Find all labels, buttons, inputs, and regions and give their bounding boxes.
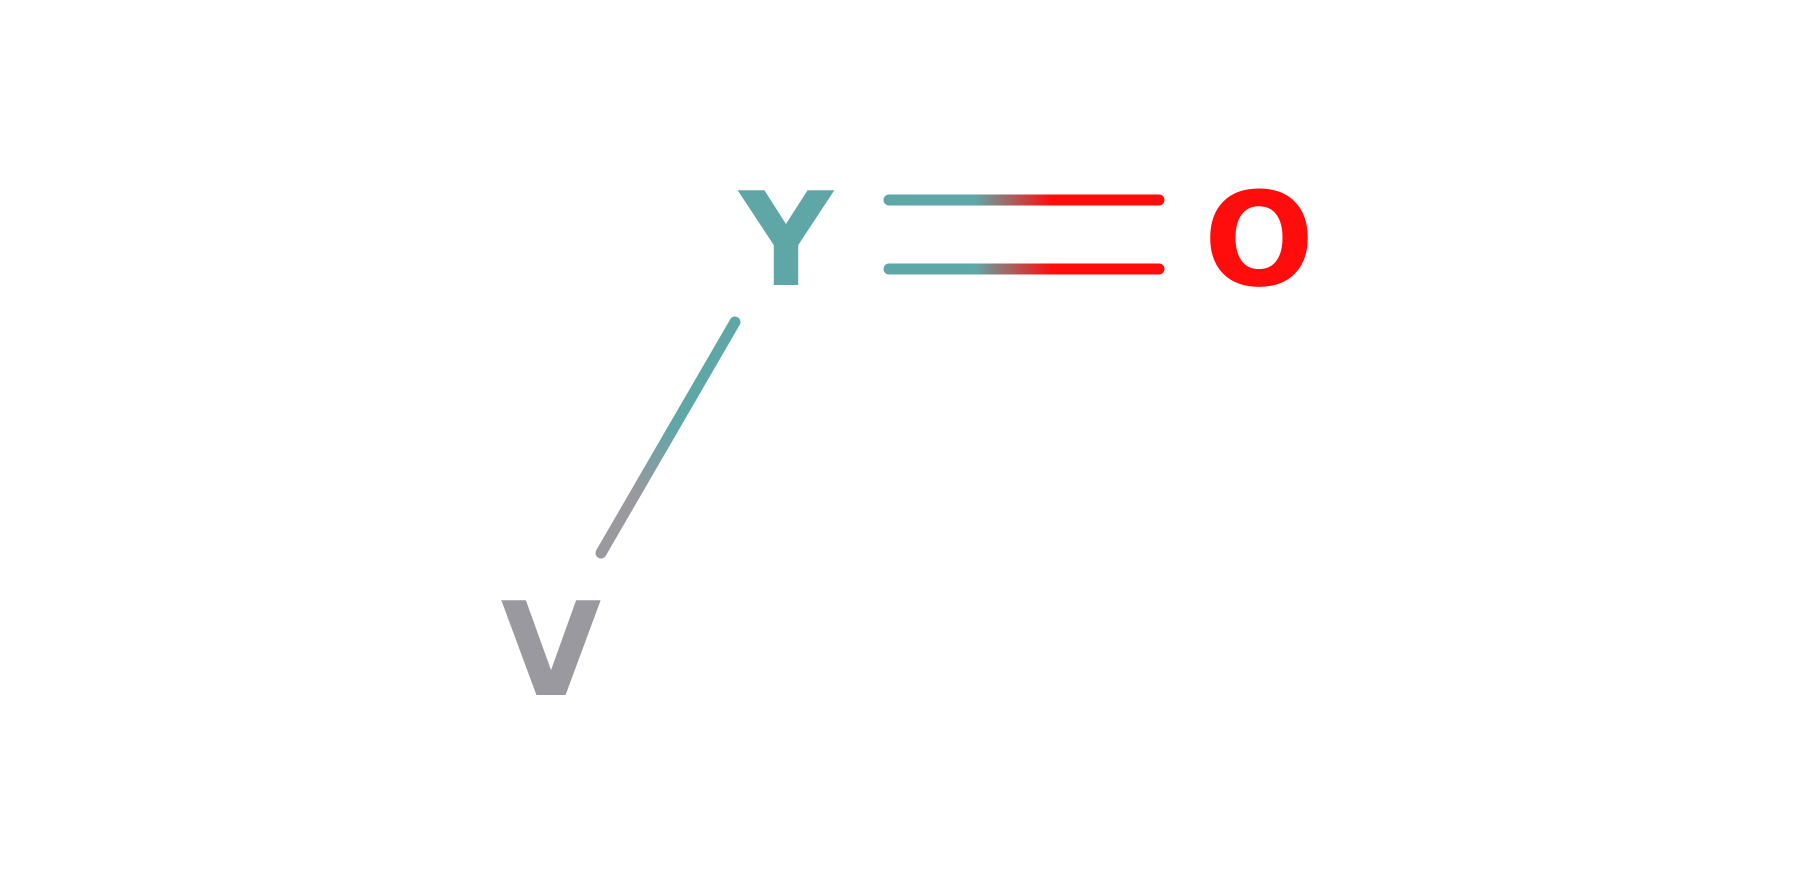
atom-v-label: V — [501, 574, 602, 726]
atom-o-label: O — [1204, 164, 1315, 316]
bond-y-v-line — [595, 316, 741, 559]
bond-y-v-single — [595, 316, 741, 559]
bond-y-o-double — [883, 194, 1165, 275]
atom-y-label: Y — [737, 164, 835, 316]
